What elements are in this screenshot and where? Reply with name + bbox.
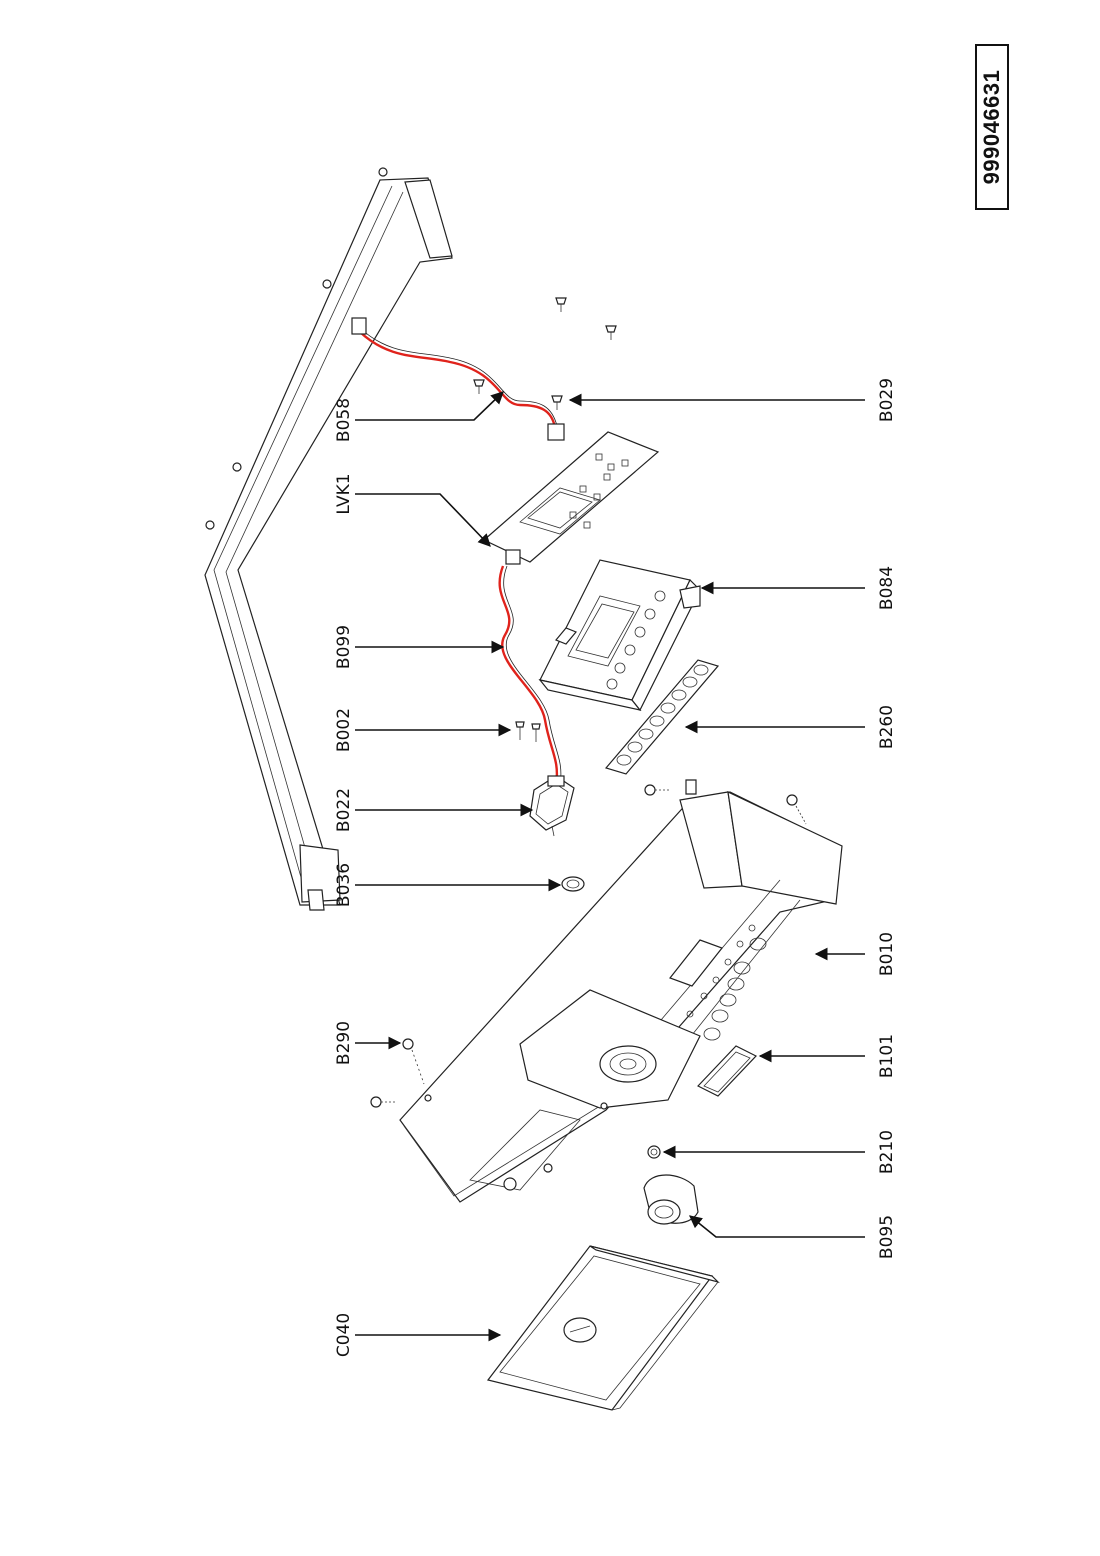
label-b290: B290	[334, 1021, 354, 1065]
document-number: 999046631	[979, 69, 1004, 185]
label-lvk1: LVK1	[334, 473, 354, 514]
label-b029: B029	[877, 378, 897, 422]
button-strip-b260	[604, 659, 720, 775]
arrow-lvk1	[355, 493, 491, 547]
top-rail-part	[204, 167, 453, 911]
wire-harness-b058	[351, 317, 565, 441]
screws-b029	[473, 297, 617, 410]
leader-lines	[355, 391, 865, 1342]
label-b058: B058	[334, 398, 354, 442]
selector-switch-b022	[529, 775, 575, 837]
screws-b002	[515, 721, 541, 742]
label-b210: B210	[877, 1130, 897, 1174]
knob-b095	[643, 1174, 699, 1225]
screws-panel	[370, 779, 807, 1108]
label-b101: B101	[877, 1034, 897, 1078]
label-b022: B022	[334, 788, 354, 832]
control-panel-b010	[399, 790, 843, 1203]
arrow-b058	[355, 391, 504, 421]
seal-b036	[561, 876, 585, 892]
arrow-b095	[689, 1215, 865, 1238]
document-number-box: 999046631	[975, 44, 1009, 210]
label-b260: B260	[877, 705, 897, 749]
label-b084: B084	[877, 566, 897, 610]
panel-frame-b084	[538, 559, 701, 712]
clip-b210	[647, 1145, 661, 1159]
label-b036: B036	[334, 863, 354, 907]
label-b010: B010	[877, 932, 897, 976]
label-b002: B002	[334, 708, 354, 752]
label-c040: C040	[334, 1313, 354, 1357]
pcb-lvk1	[482, 431, 660, 565]
label-b095: B095	[877, 1215, 897, 1259]
lens-b101	[697, 1045, 757, 1097]
part-labels: B058 LVK1 B099 B002 B022 B036 B290 C040 …	[334, 378, 897, 1357]
label-b099: B099	[334, 625, 354, 669]
cover-c040	[486, 1245, 720, 1411]
wire-harness-b099	[498, 565, 562, 786]
